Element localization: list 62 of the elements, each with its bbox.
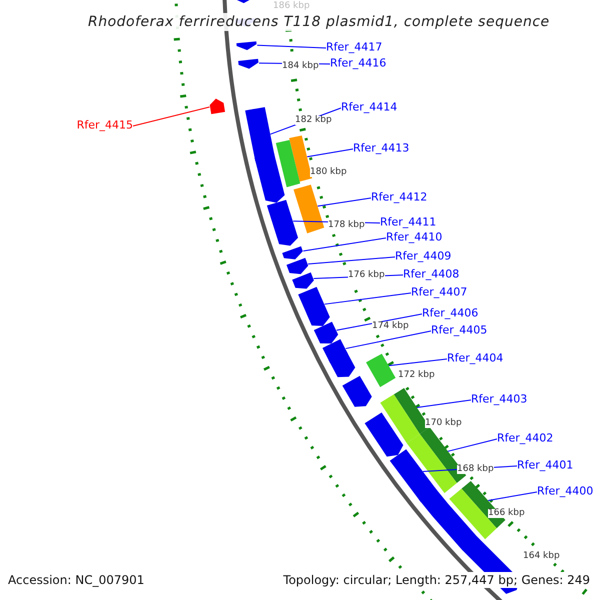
leader-line: [416, 400, 472, 408]
gene-label: Rfer_4411: [380, 216, 436, 228]
leader-line: [447, 438, 498, 452]
gene-segment: [289, 135, 312, 182]
gene-segment: [292, 272, 314, 289]
gene-label: Rfer_4414: [341, 102, 398, 112]
tick-label: 168 kbp: [457, 465, 494, 474]
tick-label: 186 kbp: [273, 2, 310, 11]
gene-segment: [328, 350, 356, 378]
gene-segment: [380, 394, 420, 444]
gene-label: Rfer_4413: [353, 142, 410, 154]
gene-segment: [276, 140, 300, 188]
gene-label: Rfer_4408: [403, 268, 460, 280]
gene-label: Rfer_4415: [76, 120, 133, 130]
gene-label: Rfer_4416: [330, 58, 386, 68]
accession-note: Accession: NC_007901: [8, 574, 144, 586]
tick-label: 170 kbp: [425, 419, 462, 428]
leader-line: [324, 292, 412, 305]
gene-segment: [314, 322, 338, 344]
gene-label: Rfer_4400: [537, 486, 594, 496]
tick-label: 184 kbp: [282, 62, 319, 71]
gene-segment: [294, 184, 324, 234]
leader-line: [488, 492, 538, 501]
gene-label: Rfer_4401: [517, 460, 574, 470]
tick-label: 182 kbp: [295, 116, 332, 125]
leader-line: [308, 256, 396, 265]
leader-line: [132, 106, 210, 126]
gene-label: Rfer_4403: [471, 394, 528, 404]
gene-label: Rfer_4409: [395, 250, 452, 262]
gene-label: Rfer_4412: [371, 192, 428, 202]
leader-line: [306, 148, 354, 158]
gene-segment: [282, 246, 303, 260]
tick-label: 180 kbp: [310, 168, 347, 177]
gene-segment: [432, 503, 477, 550]
leader-line: [336, 314, 422, 331]
gene-label: Rfer_4410: [386, 232, 442, 242]
leader-line: [388, 358, 448, 366]
gene-segment: [245, 107, 275, 164]
gene-segment: [236, 41, 257, 50]
gene-label: Rfer_4407: [411, 286, 468, 298]
leader-line: [302, 238, 386, 252]
tick-label: 172 kbp: [398, 371, 435, 380]
gene-segment: [406, 434, 457, 494]
gene-segment: [210, 98, 226, 114]
gene-segment: [254, 154, 285, 203]
tick-label: 166 kbp: [488, 509, 525, 518]
leader-line: [345, 330, 432, 350]
gene-label: Rfer_4402: [497, 432, 554, 444]
gene-label: Rfer_4406: [422, 308, 478, 318]
gene-segment: [238, 58, 258, 69]
gene-segment: [286, 258, 308, 274]
leader-line: [256, 44, 326, 48]
gene-segment: [364, 412, 404, 457]
gene-label: Rfer_4404: [447, 352, 504, 364]
leader-line: [317, 198, 372, 207]
tick-label: 178 kbp: [328, 221, 365, 230]
gene-label: Rfer_4417: [326, 42, 382, 52]
tick-label: 174 kbp: [372, 322, 409, 331]
gene-segment: [366, 354, 396, 388]
tick-label: 176 kbp: [348, 271, 385, 280]
gene-label: Rfer_4405: [431, 324, 488, 336]
gene-segment: [342, 376, 372, 407]
